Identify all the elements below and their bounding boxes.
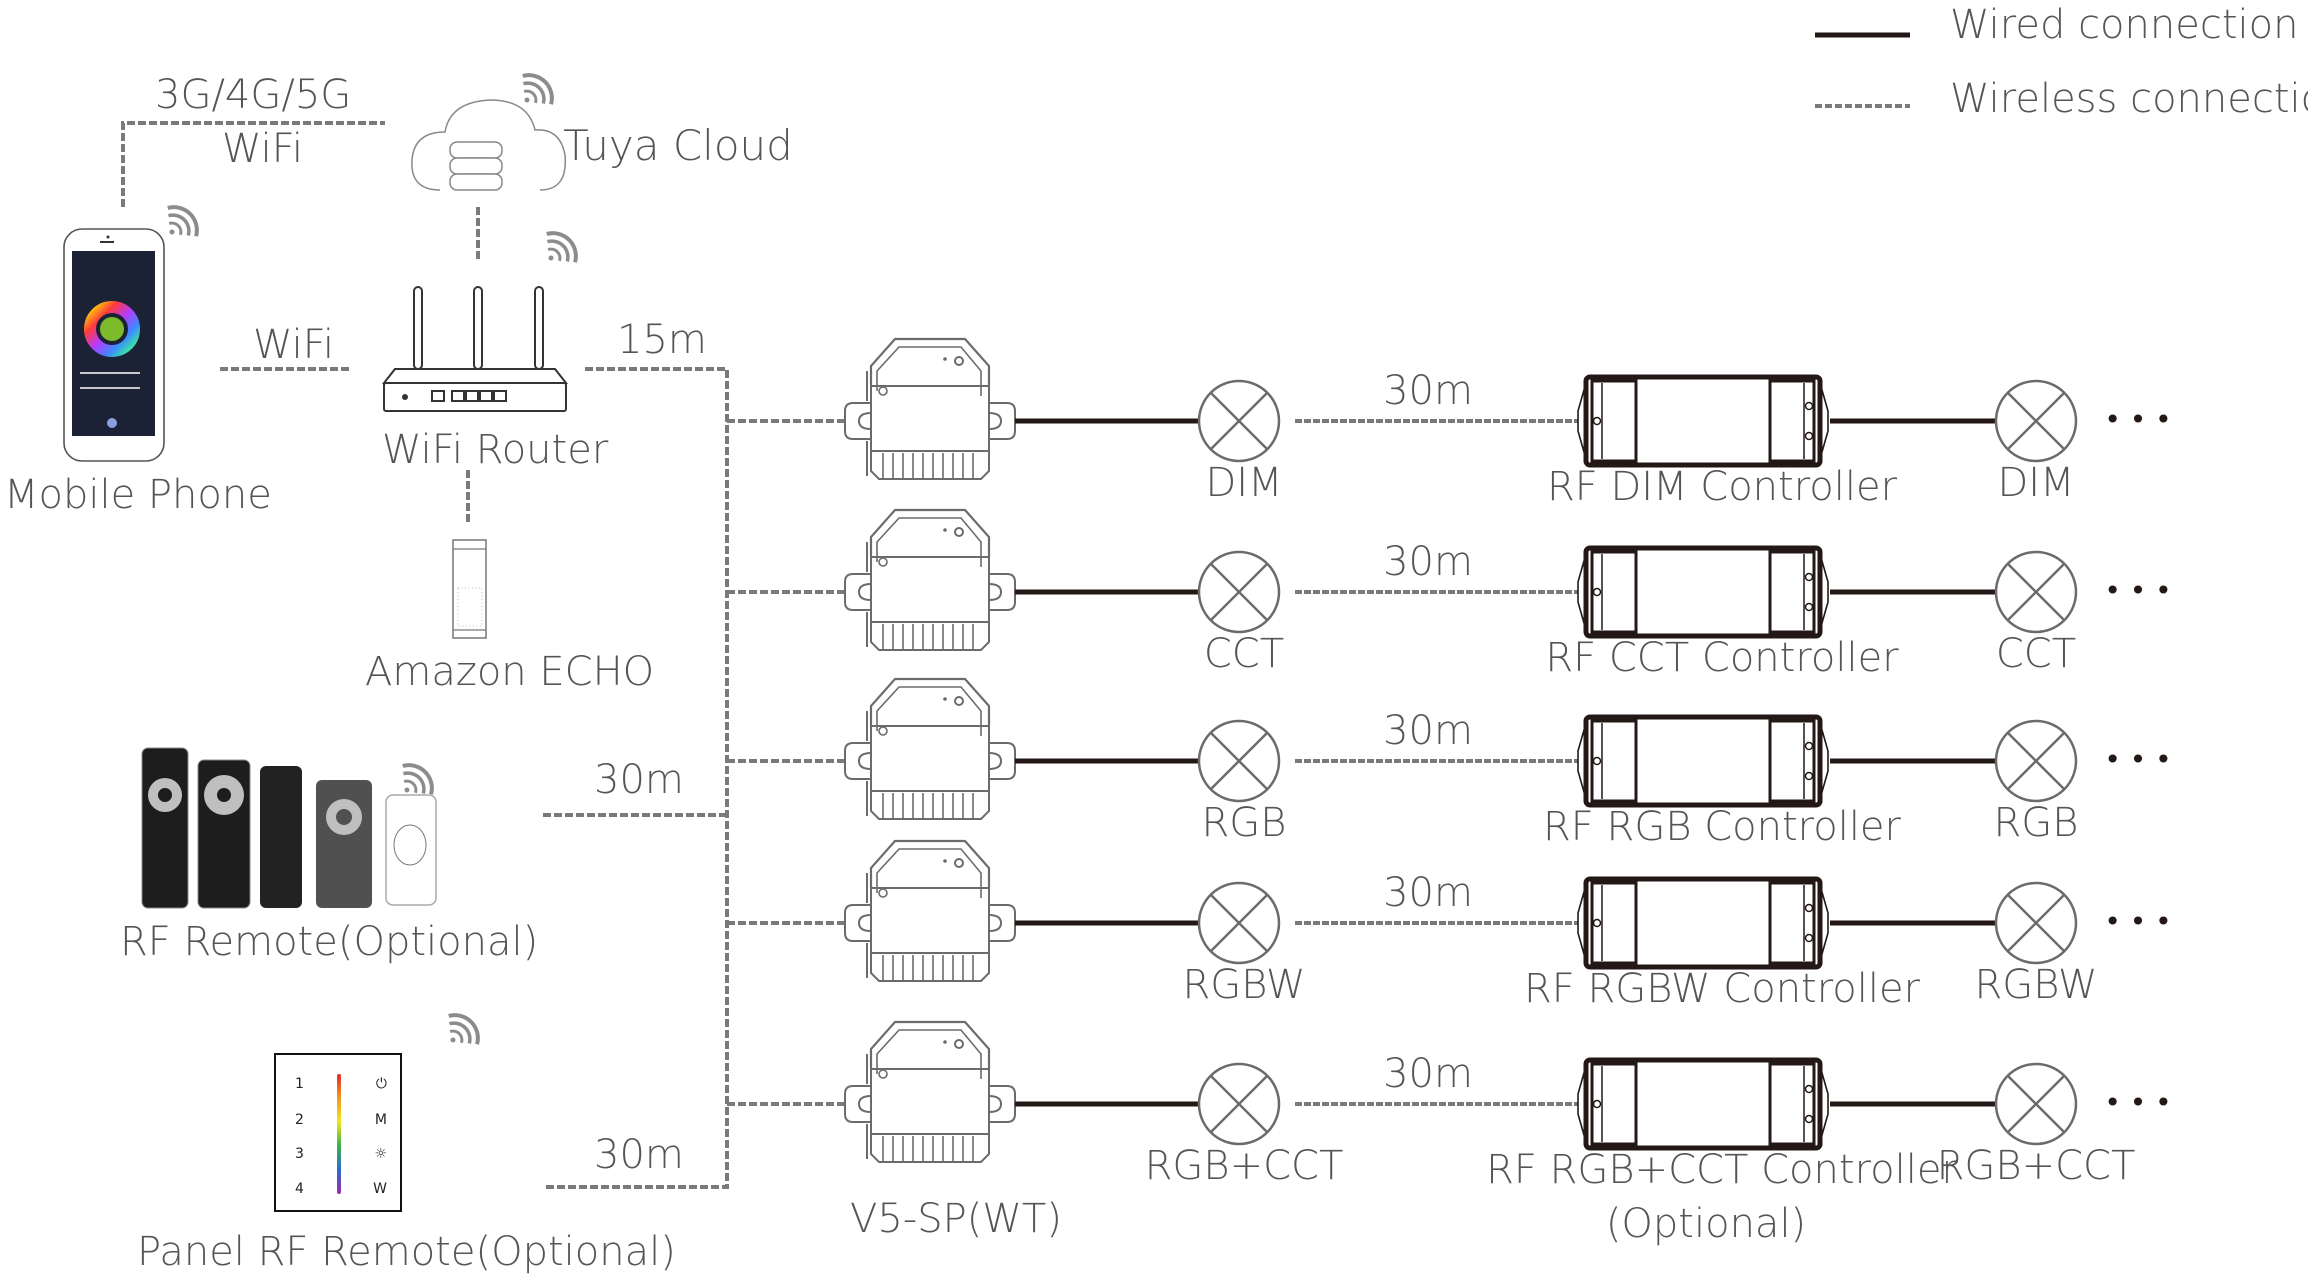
tuya-cloud: Tuya Cloud: [411, 68, 793, 191]
distance-label: 30m: [1383, 368, 1473, 414]
panel-key-power: ⏻: [376, 1076, 387, 1092]
rf-controller: [1578, 1060, 1828, 1148]
lamp-type-label: RGB+CCT: [1145, 1143, 1344, 1189]
lamp-type-label: CCT: [1204, 631, 1284, 677]
rf-controller-label: RF CCT Controller: [1545, 635, 1899, 681]
rf-remote-label: RF Remote(Optional): [120, 919, 538, 965]
more-icon: • • •: [2104, 574, 2171, 607]
device-row: RGB 30m RF RGB Controller RGB • • •: [727, 677, 2172, 850]
panel-label: Panel RF Remote(Optional): [137, 1229, 676, 1275]
lamp-type-label: RGB: [1994, 800, 2079, 846]
lamp-icon: [1994, 379, 2078, 463]
distance-label: 30m: [1383, 708, 1473, 754]
v5-sp-receiver: [843, 677, 1017, 821]
more-icon: • • •: [2104, 403, 2171, 436]
color-slider: [337, 1074, 341, 1194]
panel-key-white: W: [373, 1181, 387, 1197]
rf-controller-label: RF RGB Controller: [1543, 804, 1902, 850]
more-icon: • • •: [2104, 905, 2171, 938]
cellular-label: 3G/4G/5G: [155, 72, 351, 118]
lamp-type-label: RGB+CCT: [1937, 1143, 2136, 1189]
server-icon: [449, 141, 503, 191]
panel-rf-remote: 1 2 3 4 ⏻ M ☼ W Panel RF Remote(Optional…: [137, 1008, 676, 1275]
phone-label: Mobile Phone: [4, 472, 272, 518]
distance-label: 30m: [1383, 1051, 1473, 1097]
panel-key-3: 3: [295, 1146, 304, 1162]
more-icon: • • •: [2104, 1086, 2171, 1119]
lamp-icon: [1994, 550, 2078, 634]
lamp-icon: [1197, 550, 1281, 634]
rf-controller: [1578, 879, 1828, 967]
lamp-icon: [1197, 881, 1281, 965]
lamp-type-label: DIM: [1997, 460, 2074, 506]
mobile-phone: Mobile Phone: [4, 200, 272, 518]
panel-key-2: 2: [295, 1112, 304, 1128]
rf-controller: [1578, 548, 1828, 636]
legend-wireless-label: Wireless connection: [1950, 76, 2308, 122]
rf-remotes: RF Remote(Optional): [120, 747, 538, 965]
legend: Wired connection Wireless connection: [1815, 2, 2308, 122]
router-signal-icon: [535, 226, 583, 274]
rf-controller-label: RF RGB+CCT Controller: [1486, 1147, 1958, 1193]
router-trunk-distance: 15m: [617, 317, 707, 363]
lamp-icon: [1197, 379, 1281, 463]
panel-signal-icon: [437, 1008, 485, 1056]
lamp-type-label: CCT: [1996, 631, 2076, 677]
v5-sp-receiver: [843, 508, 1017, 652]
cloud-signal-icon: [511, 68, 559, 116]
device-row: DIM 30m RF DIM Controller DIM • • •: [727, 337, 2172, 510]
cellular-wifi-label: WiFi: [222, 126, 303, 172]
panel-key-4: 4: [295, 1181, 304, 1197]
color-wheel-icon: [84, 301, 140, 357]
device-rows: DIM 30m RF DIM Controller DIM • • • CCT 30m RF …: [727, 337, 2172, 1247]
device-row: CCT 30m RF CCT Controller CCT • • •: [727, 508, 2172, 681]
cloud-icon: [411, 99, 567, 191]
v5-sp-receiver: [843, 1020, 1017, 1164]
rf-remote-distance: 30m: [594, 757, 684, 803]
rf-controller: [1578, 717, 1828, 805]
cellular-link: 3G/4G/5G WiFi: [121, 72, 385, 207]
lamp-type-label: RGBW: [1182, 962, 1305, 1008]
device-row: RGB+CCT 30m RF RGB+CCT Controller (Optional…: [727, 1020, 2172, 1247]
panel-key-mode: M: [375, 1112, 387, 1128]
rf-controller-label: RF RGBW Controller: [1524, 966, 1921, 1012]
v5-sp-receiver: [843, 839, 1017, 983]
lamp-icon: [1994, 1062, 2078, 1146]
cloud-label: Tuya Cloud: [563, 121, 793, 170]
lamp-icon: [1197, 1062, 1281, 1146]
lamp-type-label: RGB: [1202, 800, 1287, 846]
lamp-icon: [1994, 719, 2078, 803]
lamp-type-label: RGBW: [1974, 962, 2097, 1008]
phone-router-link-label: WiFi: [253, 322, 334, 368]
panel-key-brightness: ☼: [374, 1146, 387, 1162]
legend-wired-label: Wired connection: [1950, 2, 2298, 48]
distance-label: 30m: [1383, 870, 1473, 916]
lamp-type-label: DIM: [1205, 460, 1282, 506]
rf-controller-note: (Optional): [1606, 1201, 1806, 1247]
v5-sp-receiver: [843, 337, 1017, 481]
wifi-router: [381, 286, 569, 412]
lamp-icon: [1994, 881, 2078, 965]
amazon-echo: Amazon ECHO: [365, 539, 654, 695]
receiver-label: V5-SP(WT): [850, 1196, 1062, 1242]
rf-controller: [1578, 377, 1828, 465]
rf-controller-label: RF DIM Controller: [1547, 464, 1898, 510]
panel-distance: 30m: [594, 1132, 684, 1178]
more-icon: • • •: [2104, 743, 2171, 776]
lamp-icon: [1197, 719, 1281, 803]
router-label: WiFi Router: [382, 427, 609, 473]
distance-label: 30m: [1383, 539, 1473, 585]
panel-key-1: 1: [295, 1076, 304, 1092]
echo-label: Amazon ECHO: [365, 649, 654, 695]
router-trunk-link: [543, 367, 729, 1189]
